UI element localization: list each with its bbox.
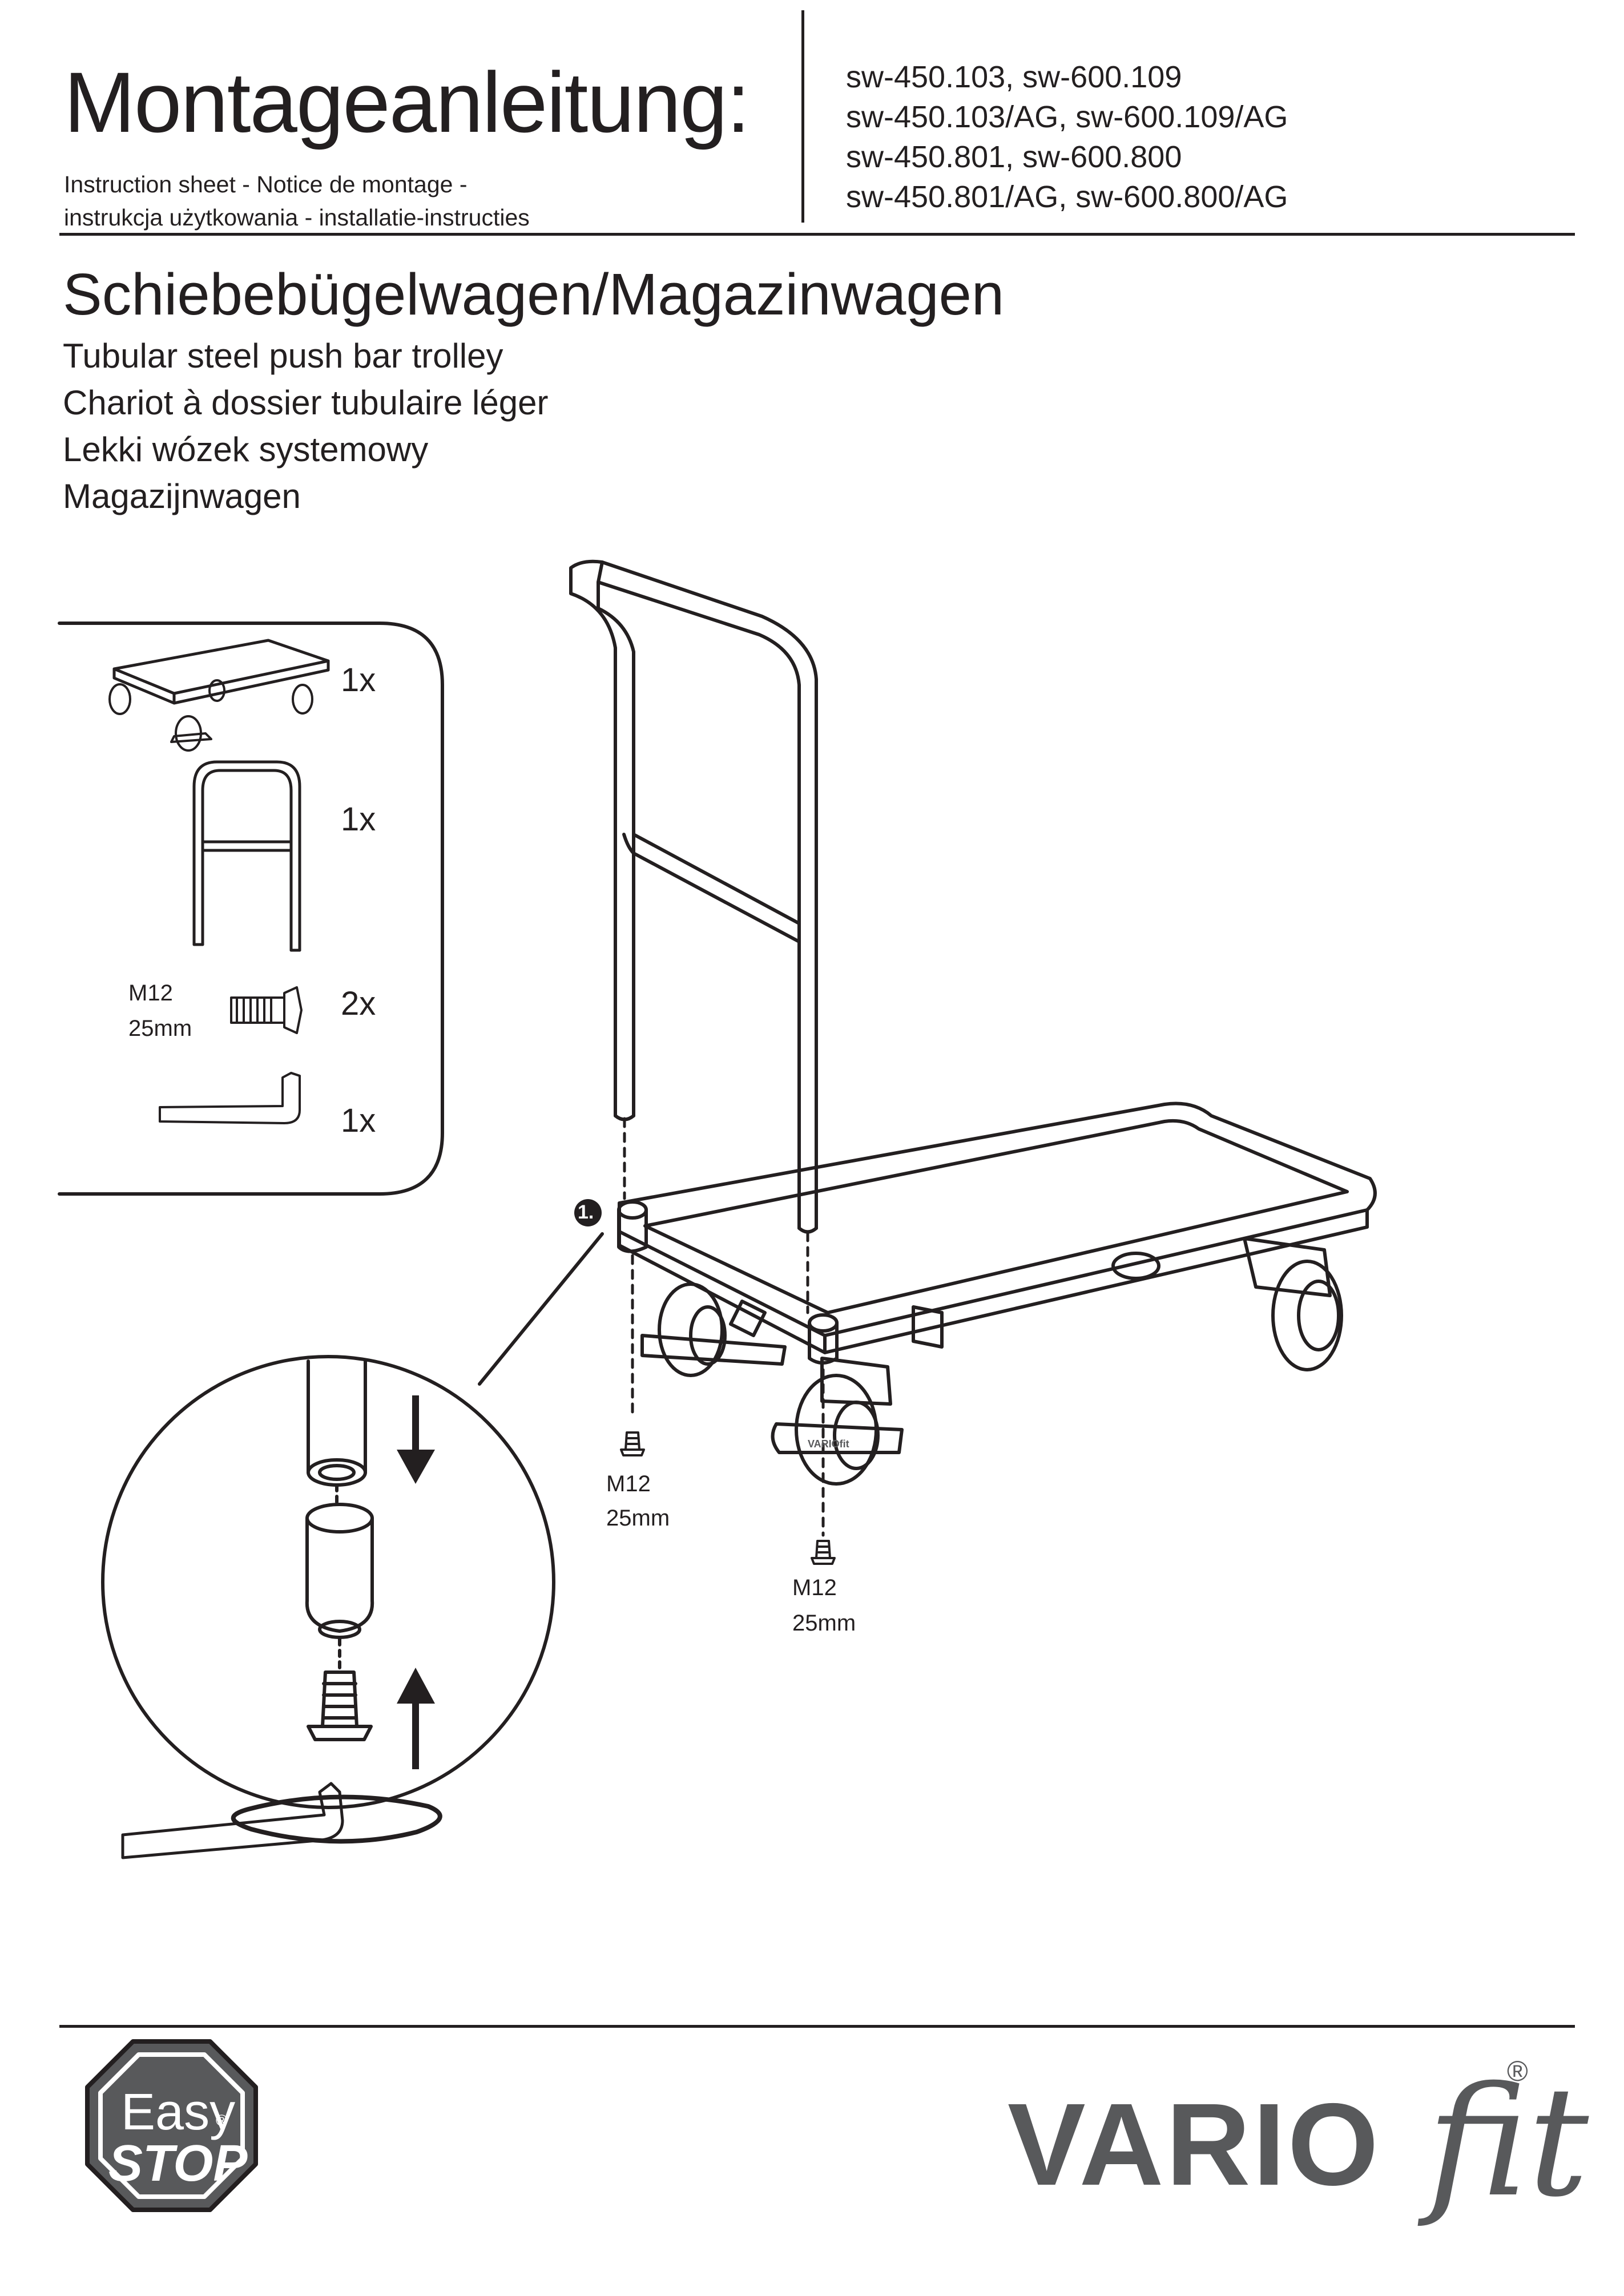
product-name-en: Tubular steel push bar trolley: [63, 337, 503, 375]
step-number: 1.: [578, 1201, 594, 1223]
screw-label-2-length: 25mm: [792, 1611, 856, 1636]
step-badge: [574, 1199, 602, 1226]
part-screw-size: M12: [128, 980, 173, 1006]
push-bar-part-image: [192, 760, 301, 952]
screw-label-1-size: M12: [606, 1471, 651, 1496]
model-number-line-3: sw-450.801, sw-600.800: [846, 140, 1182, 174]
product-title: Schiebebügelwagen/Magazinwagen: [63, 261, 1005, 327]
detail-tube: [307, 1359, 367, 1508]
detail-leader-line: [478, 1232, 604, 1386]
hex-key-icon: [121, 1782, 344, 1859]
arrow-down-icon: [397, 1395, 435, 1484]
screw-label-2-size: M12: [792, 1575, 837, 1600]
detail-plug: [305, 1503, 374, 1671]
easystop-line1: Easy: [121, 2084, 236, 2141]
rotation-icon: [231, 1794, 442, 1844]
platform-part-image: [108, 639, 330, 752]
push-bar-main: [569, 559, 818, 1234]
part-count-screw: 2x: [341, 985, 376, 1022]
model-number-line-2: sw-450.103/AG, sw-600.109/AG: [846, 100, 1288, 134]
document-title: Montageanleitung:: [64, 54, 750, 150]
brand-logo-reg: ®: [1507, 2055, 1528, 2087]
subtitle-line-2: instrukcja użytkowania - installatie-ins…: [64, 204, 530, 231]
platform-frame: [617, 1101, 1377, 1365]
part-count-platform: 1x: [341, 661, 376, 699]
header-divider-horizontal: [59, 233, 1575, 236]
screw-icon: [307, 1670, 373, 1741]
parts-box-outline: [58, 622, 444, 1196]
castor-wheel-icon: [108, 679, 313, 752]
product-name-pl: Lekki wózek systemowy: [63, 430, 429, 469]
header-divider-vertical: [801, 10, 804, 223]
easystop-line2: STOP: [108, 2135, 248, 2192]
footer-divider: [59, 2025, 1575, 2028]
easystop-reg: ®: [216, 2112, 228, 2129]
part-count-hex-key: 1x: [341, 1102, 376, 1139]
easystop-logo: [85, 2039, 258, 2212]
screw-icon: [230, 986, 303, 1034]
screw-label-1-length: 25mm: [606, 1506, 670, 1531]
hex-key-icon: [159, 1072, 301, 1124]
model-number-line-4: sw-450.801/AG, sw-600.800/AG: [846, 180, 1288, 214]
product-name-fr: Chariot à dossier tubulaire léger: [63, 384, 549, 422]
subtitle-line-1: Instruction sheet - Notice de montage -: [64, 171, 468, 197]
detail-circle: [101, 1355, 555, 1809]
arrow-up-icon: [397, 1668, 435, 1769]
part-count-push-bar: 1x: [341, 801, 376, 838]
castor-wheel-icon: [640, 1237, 1343, 1486]
part-screw-length: 25mm: [128, 1016, 192, 1041]
screw-icon: [620, 1431, 836, 1565]
assembly-dashed-lines: [623, 1117, 825, 1537]
product-name-nl: Magazijnwagen: [63, 477, 301, 515]
wheel-brand-text: VARIOfit: [808, 1438, 849, 1450]
model-number-line-1: sw-450.103, sw-600.109: [846, 60, 1182, 94]
brand-logo-vario: VARIO: [1008, 2079, 1381, 2210]
brand-logo-fit: fit: [1427, 2055, 1589, 2230]
